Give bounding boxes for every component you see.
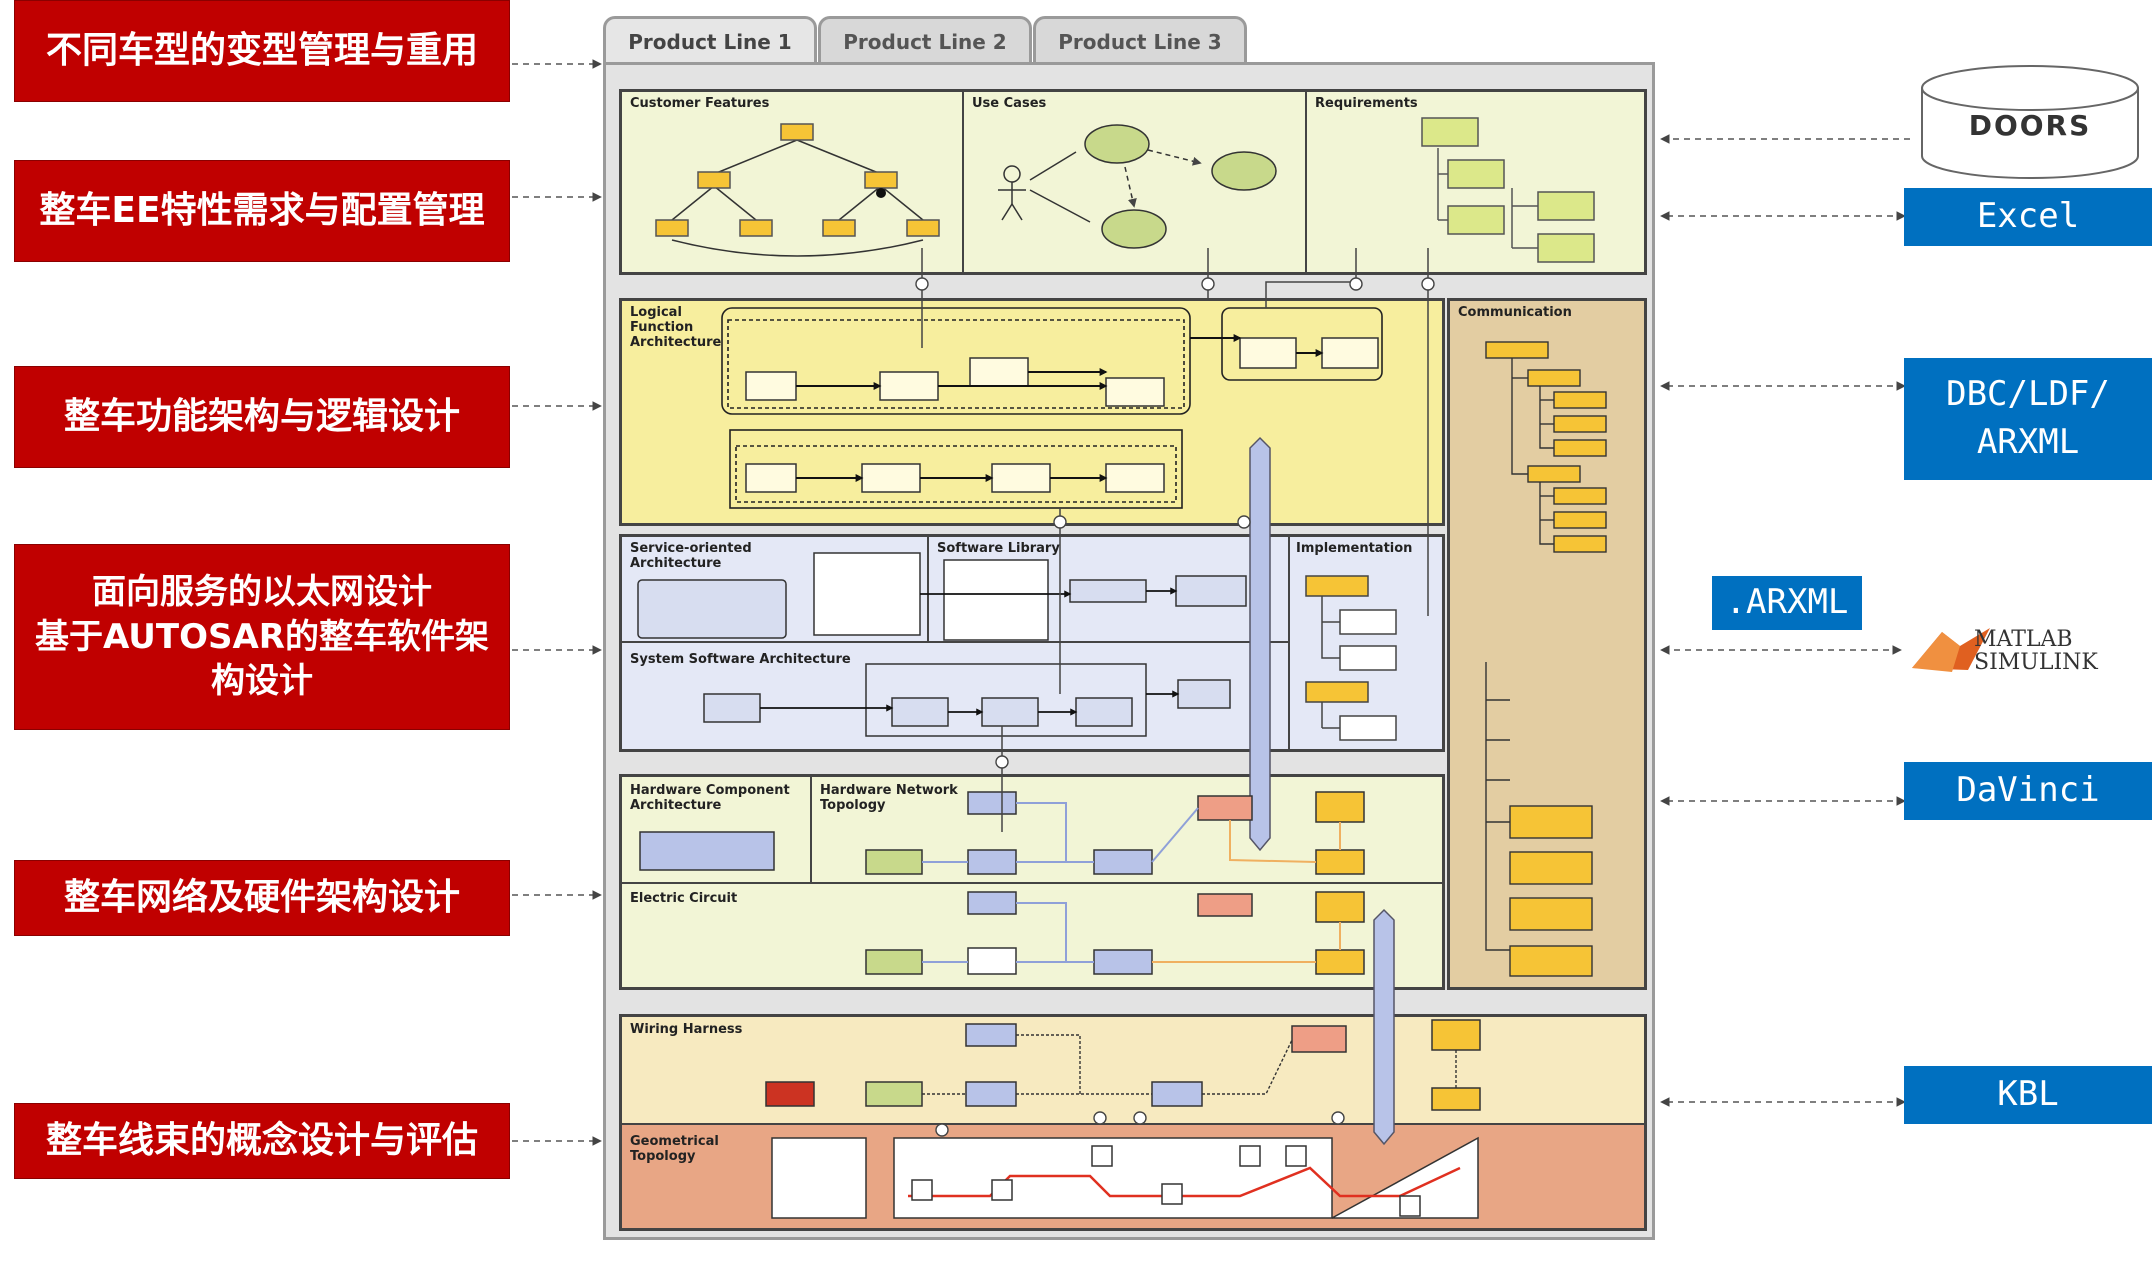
m-markers [915,277,1435,1137]
communication-tree-lines [1511,358,1554,545]
use-case-diagram [998,124,1277,249]
geometrical-topology-title: Geometrical Topology [630,1134,719,1164]
harness-nodes [765,1019,1481,1111]
electric-circuit-section: Electric Circuit [622,884,1442,987]
communication-frame-tree [1485,341,1607,553]
software-connectors [760,587,1180,716]
implementation-files [1305,575,1397,741]
bus-protocol-tree [1485,662,1593,977]
requirements-title: Requirements [1315,96,1418,111]
hardware-component-architecture-section: Hardware Component Architecture [622,777,812,884]
wiring-harness-router-bar [1373,908,1395,1146]
system-software-architecture-section: System Software Architecture [622,643,1288,749]
wiring-harness-title: Wiring Harness [630,1022,743,1037]
feature-nodes [655,123,940,237]
logical-domain-a [721,307,1383,509]
power-wires [1152,820,1341,963]
requirements-section: Requirements [1307,92,1644,272]
use-cases-title: Use Cases [972,96,1047,111]
tab-product-line-1[interactable]: Product Line 1 [603,16,817,64]
soa-title: Service-oriented Architecture [630,541,752,571]
signal-router-bar [1249,436,1271,852]
label-ee-feature-requirements: 整车EE特性需求与配置管理 [14,160,510,262]
davinci-tool-box: DaVinci [1904,762,2152,820]
implementation-title: Implementation [1296,541,1413,556]
customer-features-section: Customer Features [622,92,964,272]
kbl-tool-box: KBL [1904,1066,2152,1124]
right-dashed-arrows [1660,134,1910,1107]
implementation-section: Implementation [1288,537,1442,749]
hardware-nodes [639,791,1365,975]
doors-database-icon [1921,65,2139,179]
label-network-hardware-design: 整车网络及硬件架构设计 [14,860,510,936]
system-software-architecture-title: System Software Architecture [630,652,851,667]
harness-wires [922,1034,1457,1095]
hardware-component-architecture-title: Hardware Component Architecture [630,783,790,813]
excel-tool-box: Excel [1904,188,2152,246]
arxml-tool-box: .ARXML [1712,576,1862,630]
customer-features-title: Customer Features [630,96,770,111]
software-library-section: Software Library [929,537,1288,643]
network-format-tool-box: DBC/LDF/ ARXML [1904,358,2152,480]
feature-tree [671,139,924,257]
doors-label: DOORS [1968,108,2092,142]
matlab-label: MATLAB SIMULINK [1974,628,2152,674]
communication-title: Communication [1458,305,1572,320]
matlab-logo-icon [1912,628,1990,672]
electric-circuit-title: Electric Circuit [630,891,738,906]
software-blocks [637,552,1247,737]
requirement-docs [1421,117,1595,263]
label-soa-autosar-design: 面向服务的以太网设计 基于AUTOSAR的整车软件架 构设计 [14,544,510,730]
label-variant-management: 不同车型的变型管理与重用 [14,0,510,102]
use-cases-section: Use Cases [964,92,1307,272]
soa-section: Service-oriented Architecture [622,537,929,643]
communication-panel: Communication [1447,298,1647,990]
logical-signal-lines [796,334,1324,482]
logical-blocks [745,337,1379,493]
logical-function-architecture-title: Logical Function Architecture [630,305,722,350]
tab-product-line-3[interactable]: Product Line 3 [1033,16,1247,64]
tab-product-line-2[interactable]: Product Line 2 [818,16,1032,64]
trace-links [921,248,1429,832]
software-library-title: Software Library [937,541,1060,556]
hardware-panel: Hardware Component Architecture Hardware… [619,774,1445,990]
hardware-wires [922,802,1199,963]
matlab-text: MATLAB [1974,627,2073,652]
left-dashed-arrows [512,59,602,1146]
simulink-text: SIMULINK [1974,650,2098,676]
hardware-network-topology-section: Hardware Network Topology [812,777,1442,884]
label-functional-architecture: 整车功能架构与逻辑设计 [14,366,510,468]
label-wiring-harness-design: 整车线束的概念设计与评估 [14,1103,510,1179]
hardware-network-topology-title: Hardware Network Topology [820,783,958,813]
vehicle-body-topology [771,1136,1479,1219]
